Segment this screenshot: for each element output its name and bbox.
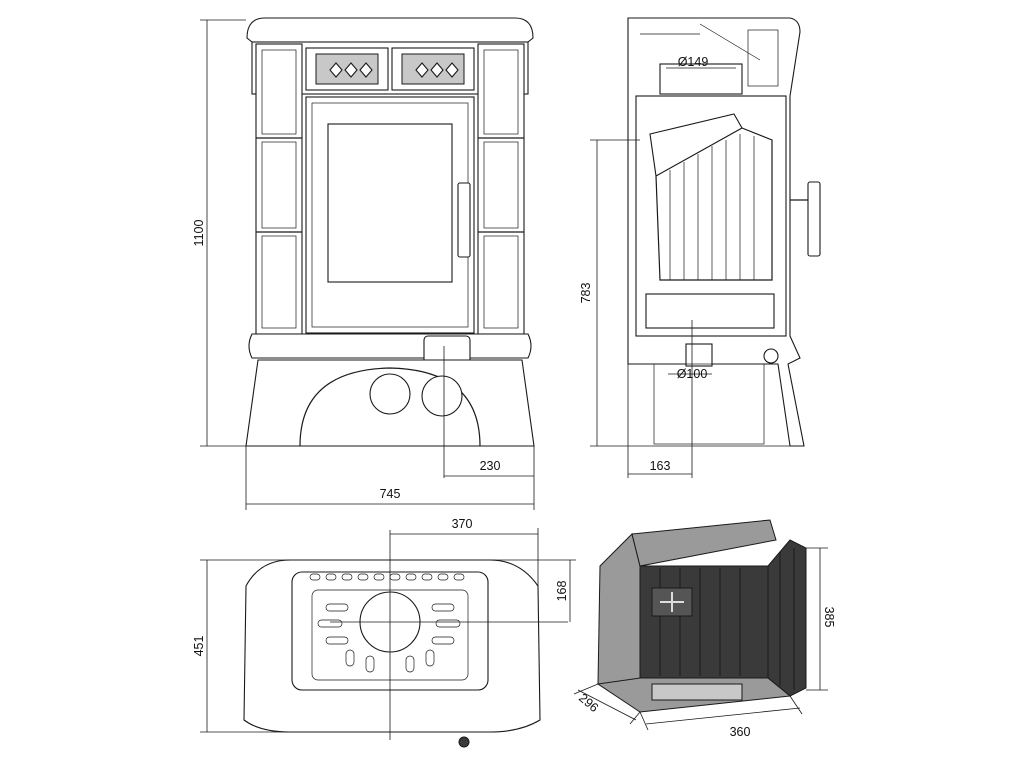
firebox-view: 385 360 296 (573, 519, 836, 739)
top-vent-slots (309, 573, 465, 581)
top-view: 451 370 168 (192, 517, 576, 748)
front-base-cornice (248, 333, 532, 359)
front-height-label: 1100 (192, 220, 206, 247)
side-handle (807, 181, 821, 257)
firebox-width-label: 360 (730, 725, 751, 739)
top-depth-label: 451 (192, 636, 206, 657)
side-top-flue (659, 63, 743, 95)
firebox-right-wall (767, 539, 807, 697)
front-view: 1100 230 745 (192, 17, 535, 510)
firebox-back-ribs (659, 548, 795, 690)
side-foot-bolt (763, 348, 779, 364)
front-left-tile-column (255, 43, 303, 335)
firebox-left-wall (597, 533, 641, 701)
top-flue-center-x-label: 370 (452, 517, 473, 531)
side-flue-depth-label: 163 (650, 459, 671, 473)
firebox-depth-label: 296 (576, 691, 601, 715)
firebox-top-baffle (631, 519, 777, 567)
firebox-cross-symbol (651, 587, 693, 617)
side-outlet-circle (421, 375, 463, 417)
top-flue-center-y-label: 168 (555, 581, 569, 602)
rear-outlet-circle (369, 373, 411, 415)
front-flue-offset-label: 230 (480, 459, 501, 473)
door-handle (457, 182, 471, 258)
side-view: Ø149 Ø100 783 163 (579, 17, 821, 478)
side-top-flue-label: Ø149 (678, 55, 709, 69)
diamond-ornaments-left (329, 62, 373, 78)
front-width-label: 745 (380, 487, 401, 501)
firebox-back-wall (639, 565, 769, 679)
side-flue-height-label: 783 (579, 283, 593, 304)
top-radial-slots (317, 603, 461, 673)
side-ash-drawer (645, 293, 775, 329)
side-rear-flue (685, 343, 713, 367)
top-front-knob (458, 736, 470, 748)
firebox-grate (651, 683, 743, 701)
firebox-height-label: 385 (822, 607, 836, 628)
front-right-tile-column (477, 43, 525, 335)
door-glass (327, 123, 453, 283)
front-cornice (246, 17, 534, 43)
diamond-ornaments-right (415, 62, 459, 78)
side-firebox-ribs (655, 127, 773, 281)
